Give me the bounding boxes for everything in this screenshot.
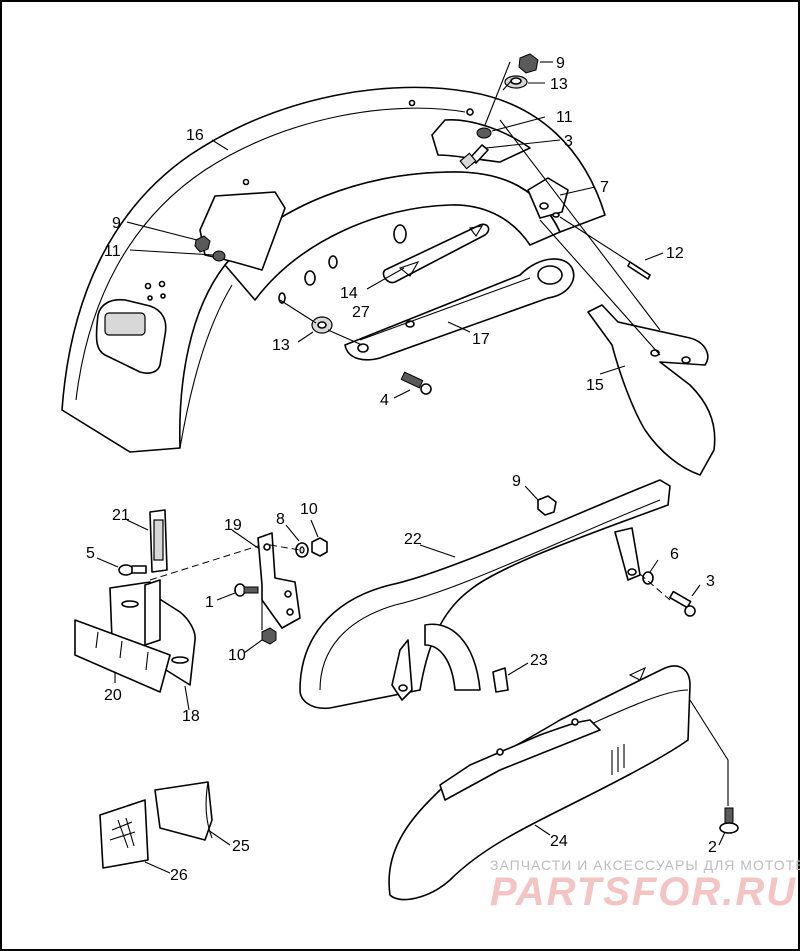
lens-20	[74, 619, 171, 693]
belt-guard-22	[299, 479, 671, 710]
callout-5: 5	[86, 545, 95, 562]
washer-6	[642, 571, 654, 585]
callout-2: 2	[708, 839, 717, 856]
screw-1	[234, 583, 259, 597]
callout-14: 14	[340, 285, 358, 302]
callout-25: 25	[232, 838, 250, 855]
license-bracket-18	[109, 579, 196, 686]
watermark-caption: ЗАПЧАСТИ И АКСЕССУАРЫ ДЛЯ МОТОТЕХНИКИ	[490, 857, 800, 873]
rear-fender	[61, 86, 606, 453]
bolt-4	[400, 371, 432, 395]
callout-7: 7	[600, 179, 609, 196]
washer-11-top	[476, 127, 492, 139]
callout-23: 23	[530, 652, 548, 669]
callout-13-top: 13	[550, 76, 568, 93]
nut-10-top	[311, 537, 328, 557]
reflector-block-25	[154, 781, 213, 841]
callout-16: 16	[186, 127, 204, 144]
nut-9-left	[194, 235, 211, 253]
callout-10-bottom: 10	[228, 647, 246, 664]
strut-bracket-7	[527, 177, 569, 219]
callout-9-top: 9	[556, 55, 565, 72]
reflector-26	[99, 799, 149, 869]
washer-8	[295, 542, 309, 558]
callout-11-top: 11	[556, 109, 573, 126]
callout-22: 22	[404, 531, 422, 548]
nut-10-bottom	[261, 627, 277, 645]
callout-8: 8	[276, 511, 285, 528]
fender-plate-left	[199, 191, 286, 271]
screw-2	[719, 807, 739, 834]
callout-6: 6	[670, 546, 679, 563]
pin-12	[627, 261, 651, 280]
nut-9-top	[518, 53, 539, 74]
callout-15: 15	[586, 377, 604, 394]
callout-21: 21	[112, 507, 130, 524]
fender-support-15	[587, 304, 716, 476]
callout-26: 26	[170, 867, 188, 884]
callout-1: 1	[205, 594, 214, 611]
bracket-19	[257, 532, 301, 629]
screw-5	[118, 564, 147, 576]
fender-strut-17	[344, 258, 575, 361]
callout-18: 18	[182, 708, 200, 725]
plate-bracket-21	[149, 509, 168, 573]
callout-9-guard: 9	[512, 473, 521, 490]
callout-24: 24	[550, 833, 568, 850]
reflector-strip-14	[382, 223, 490, 284]
callout-12: 12	[666, 245, 684, 262]
callout-3-top: 3	[564, 133, 573, 150]
clip-23	[492, 667, 509, 693]
callout-27: 27	[352, 304, 370, 321]
callout-9-left: 9	[112, 215, 121, 232]
washer-11-left	[212, 250, 226, 262]
bolt-3-top	[459, 144, 489, 170]
lower-guard-24	[388, 665, 691, 901]
nut-9-guard	[537, 495, 557, 516]
callout-4: 4	[380, 392, 389, 409]
bolt-3-guard	[669, 590, 696, 617]
callout-3-guard: 3	[706, 573, 715, 590]
callout-20: 20	[104, 687, 122, 704]
callout-17: 17	[472, 331, 490, 348]
fender-plate-right	[431, 119, 531, 163]
callout-13-strut: 13	[272, 337, 290, 354]
washer-13-top	[504, 75, 528, 89]
washer-13-strut	[311, 316, 333, 334]
watermark-brand: PARTSFOR.RU	[490, 870, 797, 914]
callout-19: 19	[224, 517, 242, 534]
callout-11-left: 11	[104, 243, 121, 260]
callout-10-top: 10	[300, 501, 318, 518]
